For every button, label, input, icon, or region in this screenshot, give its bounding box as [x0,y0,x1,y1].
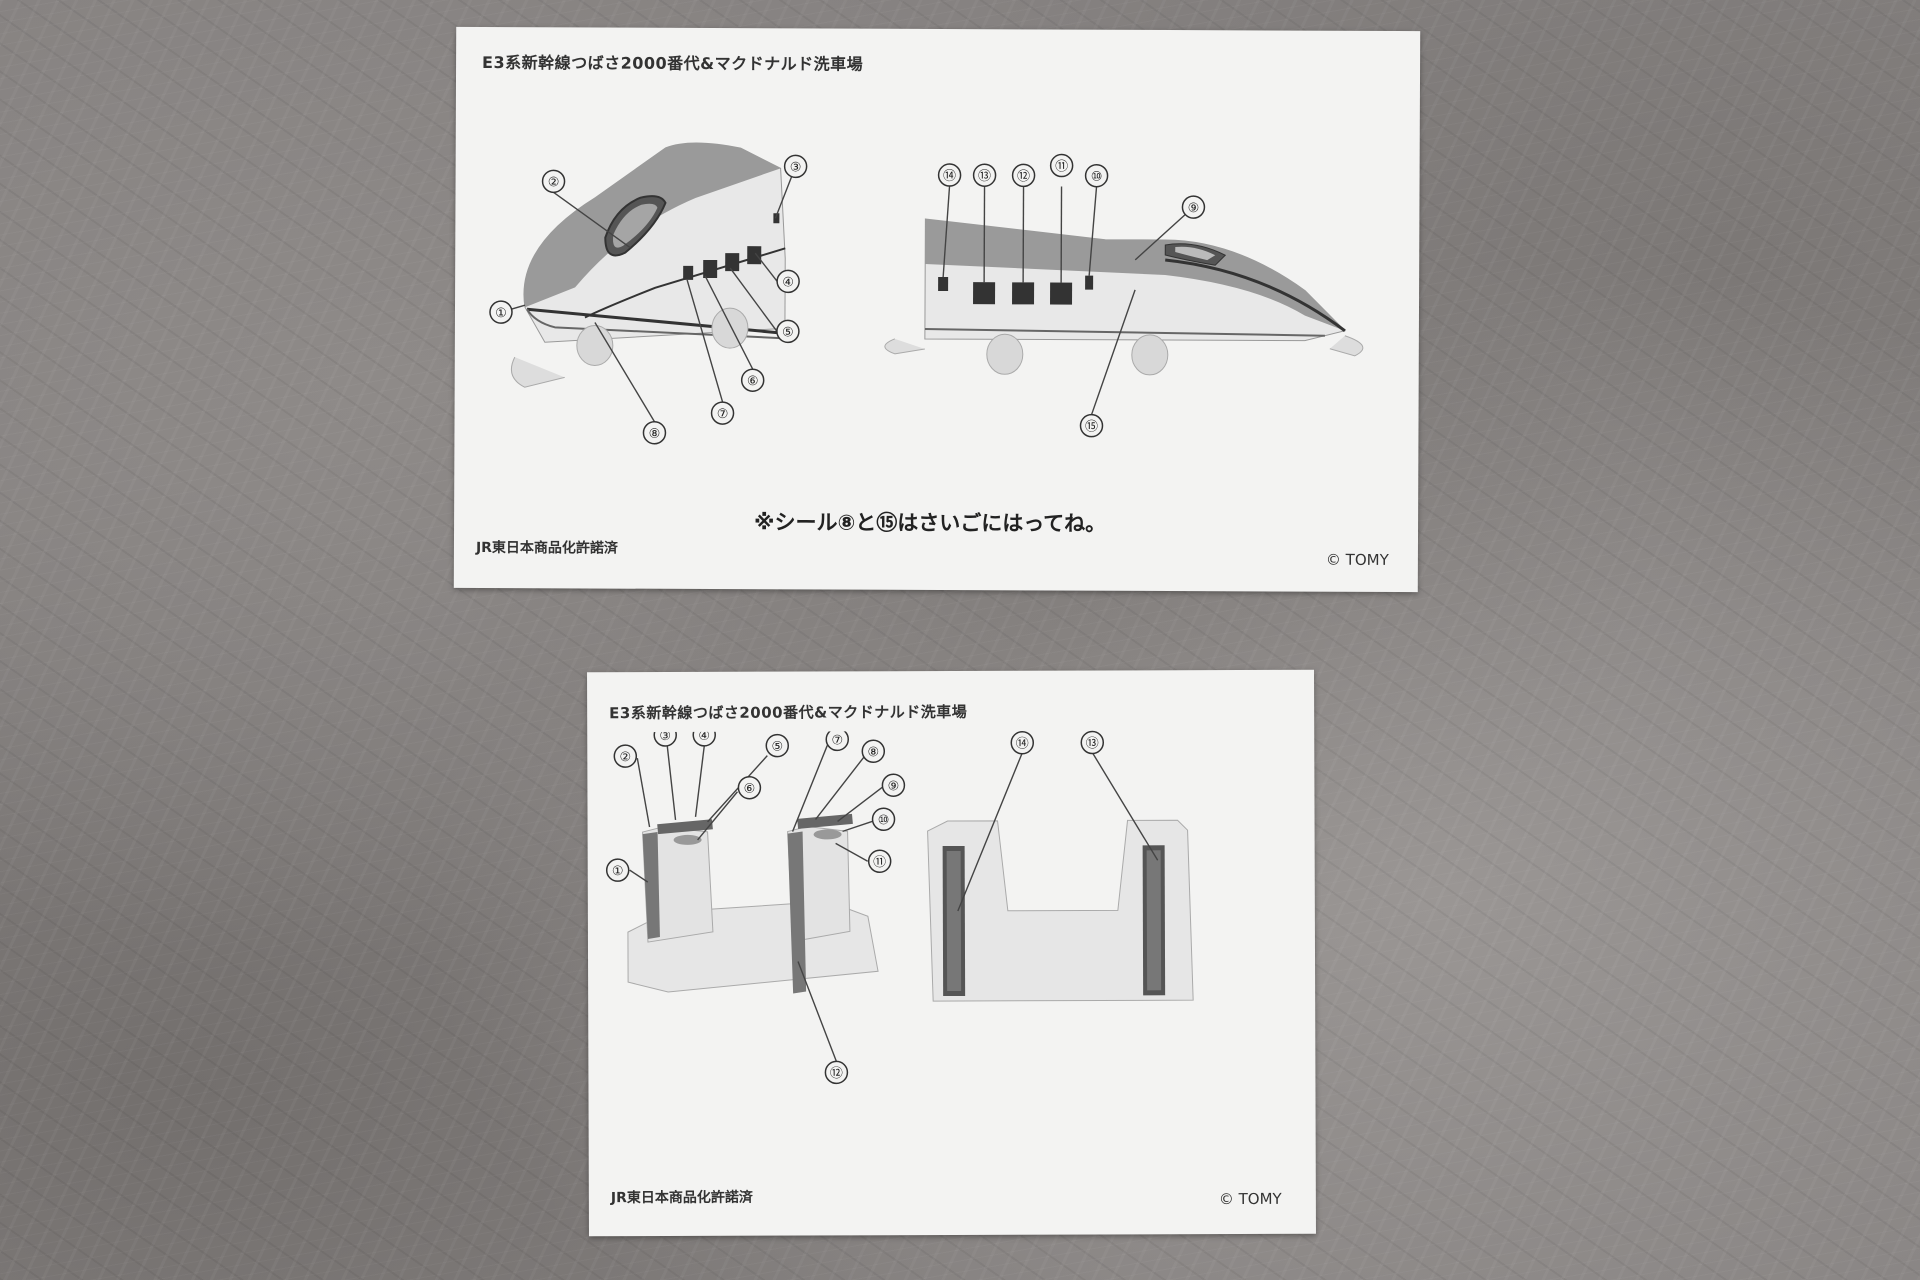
sheet-title: E3系新幹線つばさ2000番代&マクドナルド洗車場 [609,702,968,723]
svg-text:⑫: ⑫ [830,1066,843,1081]
svg-text:⑪: ⑪ [873,855,886,870]
callout-markers-left-train: ① ② ③ ④ ⑤ ⑥ ⑦ ⑧ [489,154,808,445]
svg-text:①: ① [495,306,507,321]
svg-text:④: ④ [782,275,794,290]
svg-text:③: ③ [790,160,802,175]
car-wash-left-diagram: ① ② ③ ④ ⑤ ⑥ ⑦ ⑧ ⑨ ⑩ ⑪ ⑫ [605,731,906,1085]
svg-text:⑫: ⑫ [1017,169,1030,184]
svg-text:④: ④ [698,731,710,744]
callout-markers-right-wash: ⑭ ⑬ [1010,730,1105,755]
instruction-sheet-car-wash: E3系新幹線つばさ2000番代&マクドナルド洗車場 ① ② ③ ④ ⑤ ⑥ ⑦ [587,669,1316,1237]
instruction-sheet-train: E3系新幹線つばさ2000番代&マクドナルド洗車場 ① ② [453,26,1421,593]
svg-text:③: ③ [659,731,671,744]
svg-text:⑨: ⑨ [1188,201,1200,216]
svg-text:⑦: ⑦ [717,407,729,422]
svg-text:⑭: ⑭ [1016,737,1029,752]
svg-text:⑬: ⑬ [1086,736,1099,751]
svg-text:⑮: ⑮ [1085,420,1098,435]
svg-text:⑦: ⑦ [831,733,843,748]
svg-text:⑬: ⑬ [978,169,991,184]
svg-text:⑥: ⑥ [744,782,756,797]
train-right-diagram: ⑭ ⑬ ⑫ ⑪ ⑩ ⑨ ⑮ [884,153,1364,438]
copyright-text: © TOMY [1325,550,1389,569]
svg-text:⑩: ⑩ [1091,170,1103,185]
svg-text:⑧: ⑧ [867,745,879,760]
svg-text:①: ① [612,864,624,879]
svg-text:⑤: ⑤ [782,325,794,340]
svg-text:⑪: ⑪ [1055,160,1068,175]
license-text: JR東日本商品化許諾済 [610,1189,753,1207]
svg-text:⑨: ⑨ [888,779,900,794]
callout-markers-left-wash: ① ② ③ ④ ⑤ ⑥ ⑦ ⑧ ⑨ ⑩ ⑪ ⑫ [605,731,906,1085]
callout-markers-right-train: ⑭ ⑬ ⑫ ⑪ ⑩ ⑨ ⑮ [937,153,1206,438]
svg-text:⑤: ⑤ [771,740,783,755]
svg-text:②: ② [548,175,560,190]
svg-text:⑧: ⑧ [649,427,661,442]
car-wash-right-diagram: ⑭ ⑬ [927,730,1194,1002]
svg-text:⑥: ⑥ [747,374,759,389]
svg-text:②: ② [619,750,631,765]
train-left-diagram: ① ② ③ ④ ⑤ ⑥ ⑦ ⑧ [489,142,808,445]
sticker-order-note: ※シール⑧と⑮はさいごにはってね。 [754,510,1107,536]
copyright-text: © TOMY [1218,1189,1282,1209]
svg-text:⑭: ⑭ [943,169,956,184]
license-text: JR東日本商品化許諾済 [475,539,618,557]
svg-text:⑩: ⑩ [878,813,890,828]
sheet-title: E3系新幹線つばさ2000番代&マクドナルド洗車場 [482,53,864,74]
